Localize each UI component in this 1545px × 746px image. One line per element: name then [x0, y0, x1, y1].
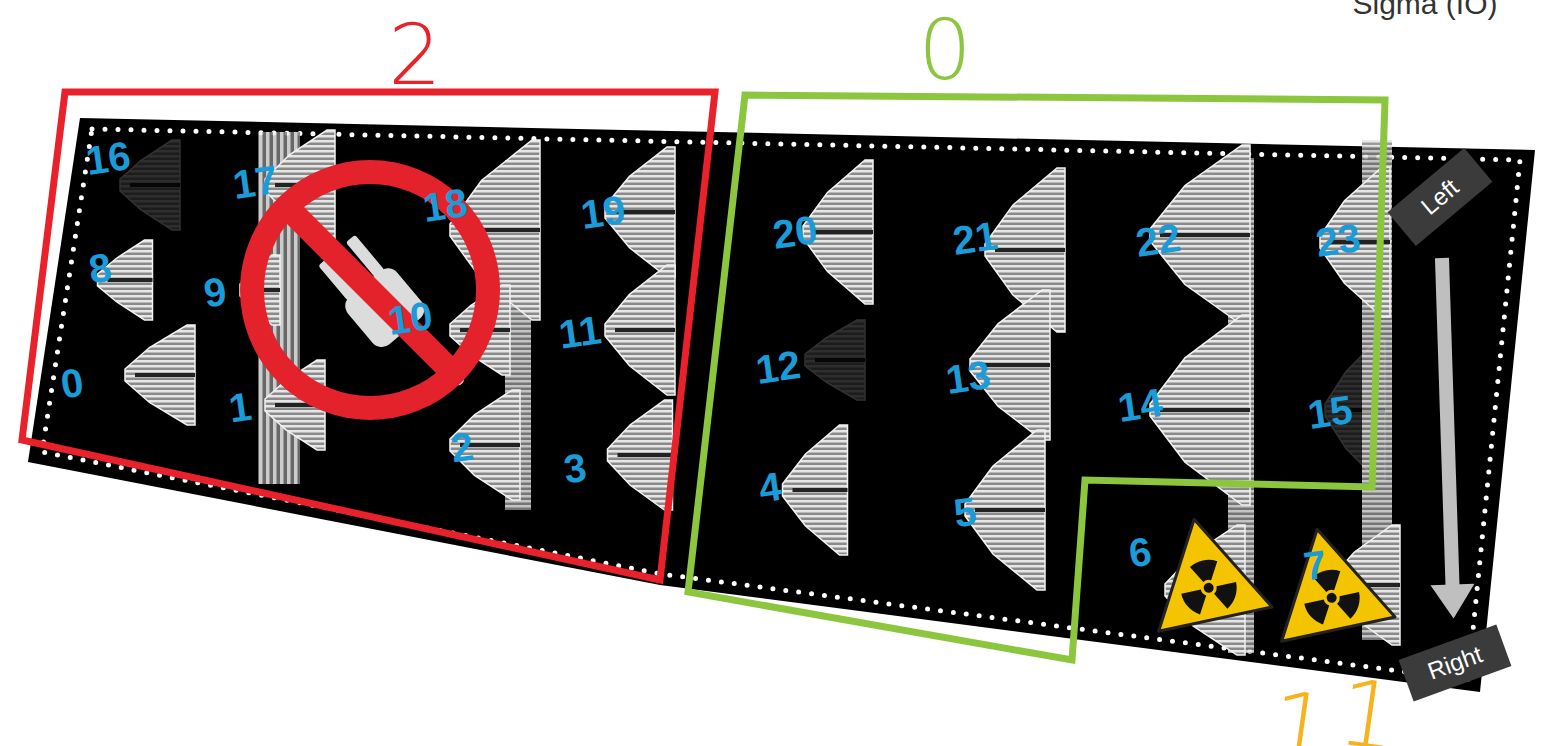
antenna-feed	[615, 328, 675, 332]
radiation-symbol	[1137, 507, 1272, 631]
antenna-body	[608, 400, 673, 510]
callout-number: 17	[230, 159, 280, 205]
callout-number: 19	[578, 189, 628, 235]
corner-caption: Sigma (IO)	[1352, 0, 1497, 19]
trefoil-blade	[1213, 582, 1242, 611]
trefoil-blade	[1189, 558, 1221, 584]
antenna-feed	[618, 453, 673, 457]
callout-number: 14	[1115, 382, 1165, 428]
antenna-body	[1150, 315, 1250, 505]
antenna-feed	[995, 248, 1065, 252]
arrow-shaft	[1442, 258, 1453, 589]
callout-number: 23	[1313, 217, 1363, 263]
group-number: 0	[918, 8, 971, 92]
trefoil-blade	[1304, 599, 1333, 628]
vivaldi-antenna	[783, 425, 848, 555]
trefoil-blade	[1181, 589, 1210, 618]
antenna-body	[783, 425, 848, 555]
callout-number: 12	[753, 344, 803, 390]
group-number: 2	[388, 13, 441, 97]
panel-screws	[42, 129, 1520, 680]
vivaldi-antenna	[608, 400, 673, 510]
callout-number: 10	[385, 295, 435, 341]
vivaldi-antenna	[1150, 315, 1250, 505]
callout-number: 15	[1305, 389, 1355, 435]
trefoil-center	[1203, 582, 1215, 594]
antenna-body	[805, 320, 865, 400]
trefoil-center	[1326, 592, 1338, 604]
warning-triangle	[1260, 517, 1395, 641]
warning-triangle	[1137, 507, 1272, 631]
antenna-feed	[813, 230, 873, 234]
radiation-symbol	[1260, 517, 1395, 641]
antenna-body	[965, 430, 1045, 590]
outline-border	[688, 95, 1385, 660]
group-number: 1	[1265, 678, 1336, 746]
callout-number: 20	[770, 209, 820, 255]
outline-border	[22, 92, 715, 580]
arrow-head	[1430, 584, 1474, 619]
antenna-feed	[980, 363, 1050, 367]
group-number: 1	[1333, 666, 1404, 746]
vivaldi-antenna	[125, 325, 195, 425]
callout-number: 22	[1133, 217, 1183, 263]
trefoil-blade	[1336, 592, 1365, 621]
callout-number: 11	[556, 309, 603, 354]
antenna-feed	[108, 278, 153, 282]
antenna-group	[98, 130, 1401, 655]
radiation-symbols	[1137, 507, 1395, 641]
antenna-body	[125, 325, 195, 425]
vivaldi-antenna	[805, 320, 865, 400]
antenna-feed	[130, 183, 180, 187]
callout-number: 13	[943, 354, 993, 400]
antenna-feed	[815, 358, 865, 362]
direction-arrow	[1430, 258, 1474, 619]
vivaldi-antenna	[965, 430, 1045, 590]
callout-number: 16	[83, 135, 133, 181]
antenna-feed	[975, 508, 1045, 512]
no-power-symbol	[252, 172, 488, 408]
antenna-feed	[135, 373, 195, 377]
antenna-feed	[1160, 408, 1250, 412]
callout-number: 18	[420, 182, 470, 228]
antenna-feed	[793, 488, 848, 492]
vivaldi-antenna	[605, 265, 675, 395]
callout-number: 21	[950, 215, 1000, 261]
antenna-body	[605, 265, 675, 395]
